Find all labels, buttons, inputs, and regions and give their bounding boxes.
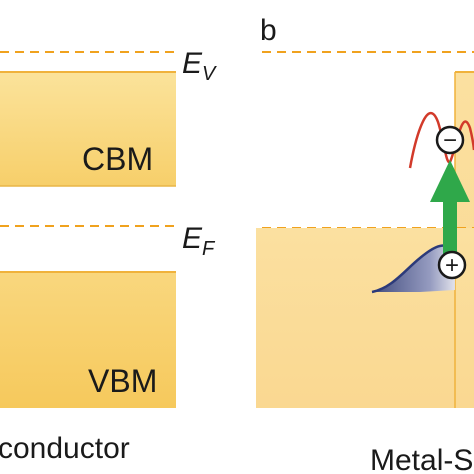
panel-a-caption: conductor <box>0 432 130 465</box>
vbm-label: VBM <box>88 363 157 399</box>
density-of-states-curve <box>372 245 455 292</box>
panel-b-caption: Metal-S <box>370 444 473 474</box>
valence-band-block <box>0 272 176 408</box>
panel-b-letter: b <box>260 14 277 47</box>
panel-b: b − + Metal-S <box>256 14 474 474</box>
ev-label: EV <box>182 47 217 85</box>
transition-arrow-head <box>430 160 470 202</box>
cbm-label: CBM <box>82 141 153 177</box>
ef-label: EF <box>182 222 216 260</box>
panel-a: EV CBM EF VBM conductor <box>0 47 217 465</box>
conduction-band-block <box>0 72 176 186</box>
svg-text:+: + <box>445 252 459 279</box>
hole-icon <box>437 250 467 280</box>
svg-text:−: − <box>443 127 457 154</box>
electron-icon <box>435 125 465 155</box>
